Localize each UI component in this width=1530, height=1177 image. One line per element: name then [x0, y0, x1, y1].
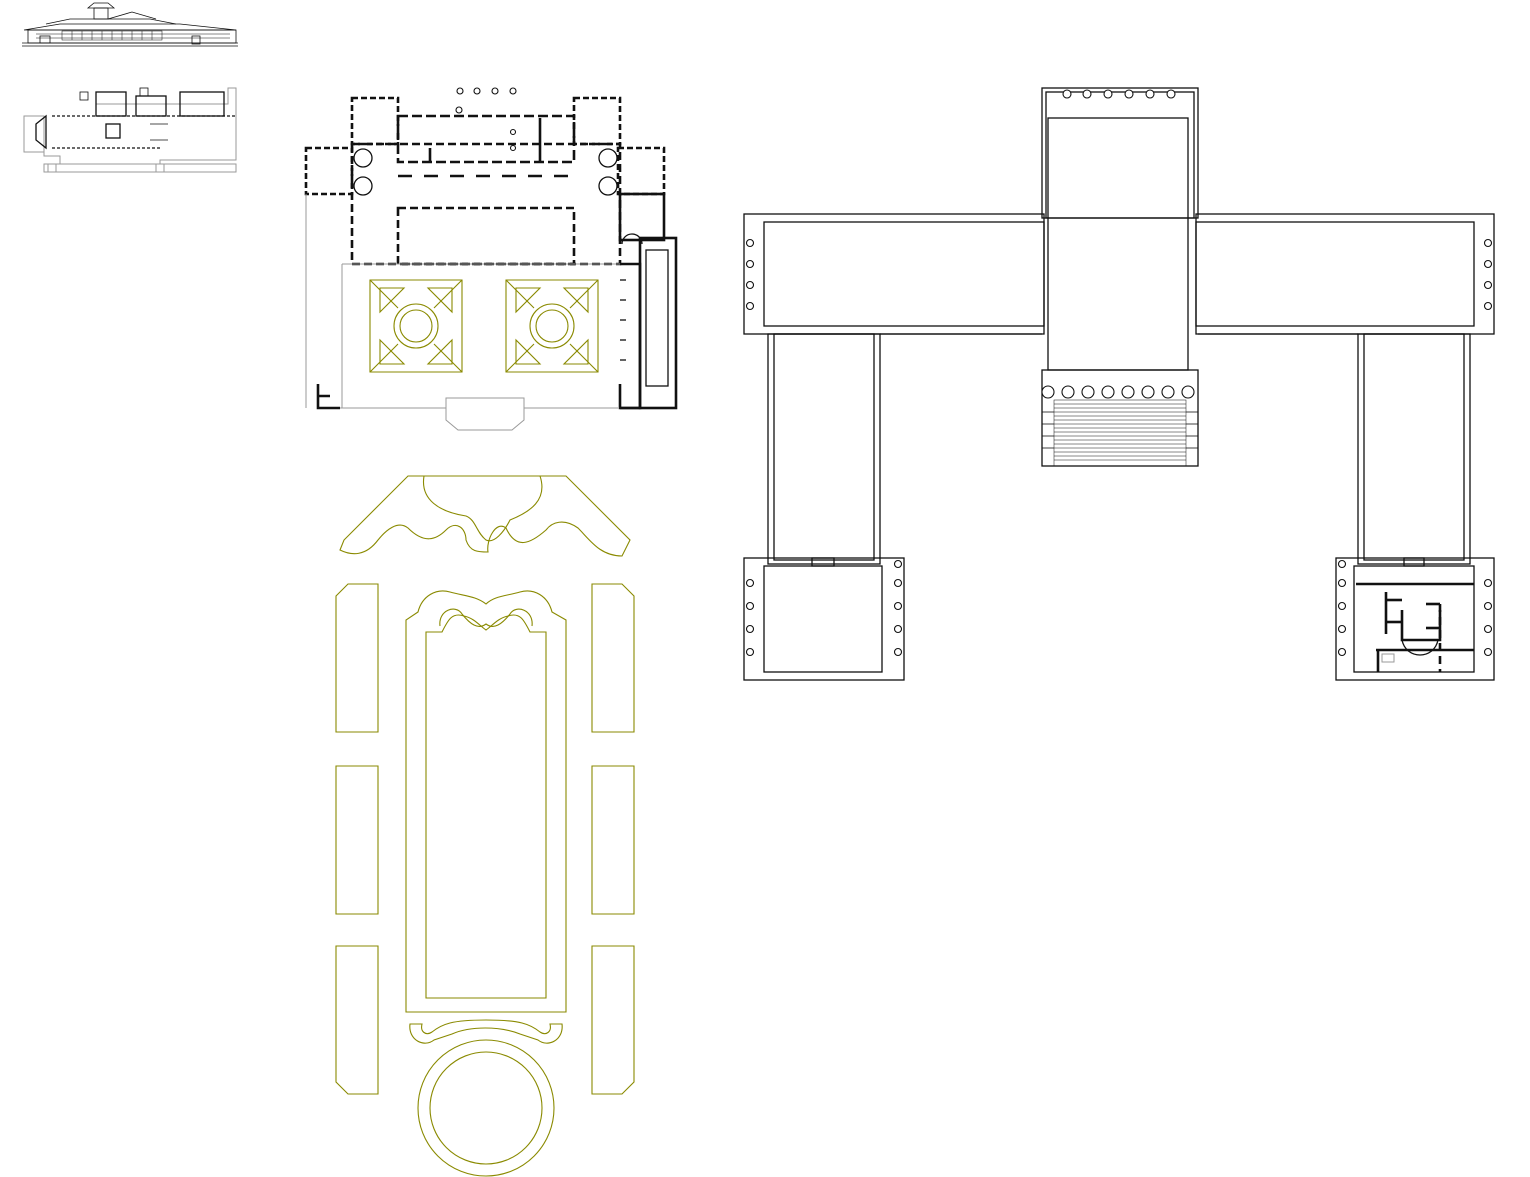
- villa-floor-plan: [304, 87, 678, 431]
- parterre-right: [505, 279, 599, 373]
- plan-thumbnail: [23, 87, 237, 173]
- colonnaded-building-plan: [743, 87, 1495, 681]
- entrance-steps: [1053, 399, 1187, 467]
- parterre-garden-layout: [335, 475, 635, 1177]
- parterre-left: [369, 279, 463, 373]
- elevation-thumbnail: [22, 2, 238, 47]
- service-rooms: [1356, 582, 1474, 672]
